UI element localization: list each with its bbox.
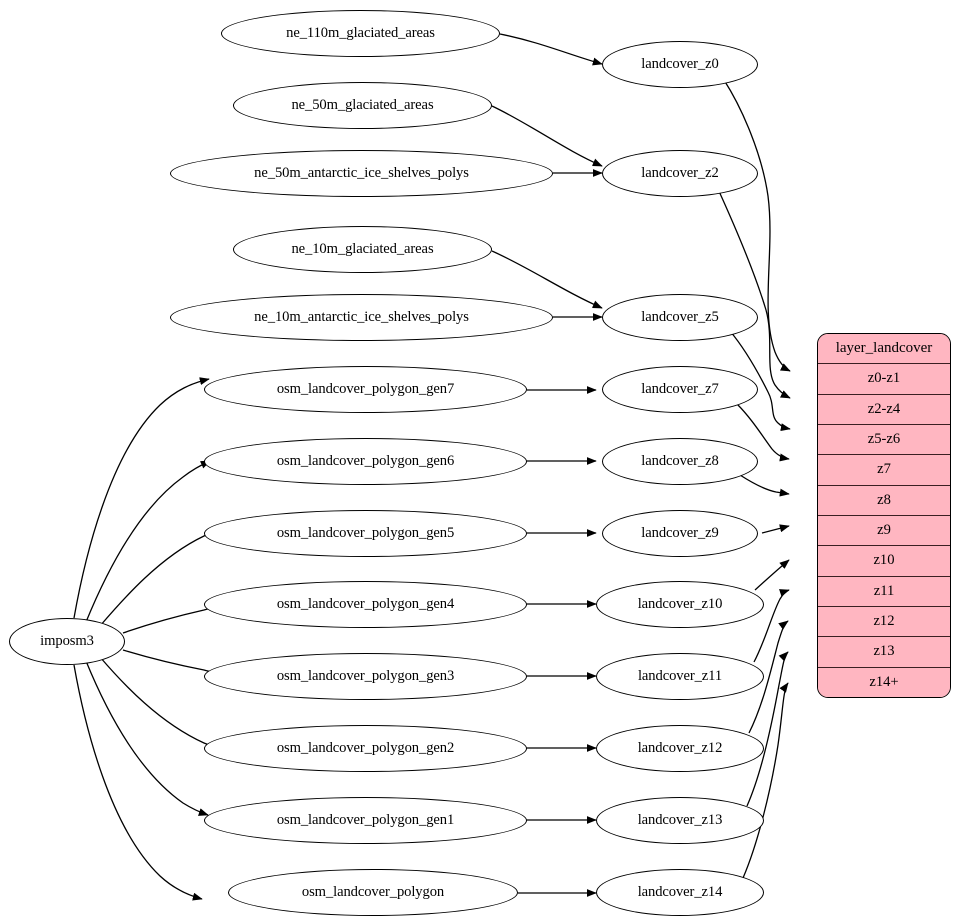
- node-landcover_z5[interactable]: landcover_z5: [602, 294, 758, 341]
- record-row-z12[interactable]: z12: [818, 606, 950, 638]
- node-label: landcover_z9: [641, 525, 719, 542]
- edge-z5-row-z5z6: [729, 330, 791, 432]
- edge-z7-row-z7: [736, 403, 790, 462]
- record-row-z2-z4[interactable]: z2-z4: [818, 394, 950, 425]
- record-row-z11[interactable]: z11: [818, 576, 950, 607]
- edge-ne50glac-z2: [491, 105, 603, 167]
- node-label: landcover_z2: [641, 165, 719, 182]
- node-landcover_z12[interactable]: landcover_z12: [596, 725, 764, 772]
- record-row-z10[interactable]: z10: [818, 546, 950, 577]
- edge-z9-row-z9: [761, 524, 790, 534]
- node-label: landcover_z13: [637, 812, 723, 829]
- node-landcover_z8[interactable]: landcover_z8: [602, 438, 758, 485]
- record-row-z8[interactable]: z8: [818, 485, 950, 516]
- node-label: osm_landcover_polygon_gen2: [276, 740, 455, 757]
- node-label: landcover_z10: [637, 596, 723, 613]
- node-osm_landcover_polygon_gen5[interactable]: osm_landcover_polygon_gen5: [204, 510, 527, 557]
- edge-z10-row-z10: [754, 559, 790, 591]
- node-landcover_z7[interactable]: landcover_z7: [602, 366, 758, 413]
- node-label: ne_50m_glaciated_areas: [291, 97, 434, 114]
- node-label: ne_110m_glaciated_areas: [286, 25, 435, 42]
- record-header: layer_landcover: [818, 334, 950, 365]
- node-osm_landcover_polygon_gen2[interactable]: osm_landcover_polygon_gen2: [204, 725, 527, 772]
- node-label: ne_50m_antarctic_ice_shelves_polys: [254, 165, 469, 182]
- node-osm_landcover_polygon_gen4[interactable]: osm_landcover_polygon_gen4: [204, 581, 527, 628]
- edge-imposm3-gen7: [73, 377, 210, 619]
- edge-z11-row-z11: [753, 589, 790, 663]
- node-label: osm_landcover_polygon_gen4: [276, 596, 455, 613]
- edge-group: [73, 33, 791, 901]
- node-label: landcover_z11: [637, 668, 723, 685]
- node-ne_50m_antarctic_ice_shelves_polys[interactable]: ne_50m_antarctic_ice_shelves_polys: [170, 150, 553, 197]
- edge-imposm3-gen1: [85, 660, 209, 816]
- edge-z14-row-z14plus: [742, 682, 789, 879]
- edge-z13-row-z13: [746, 651, 789, 807]
- node-label: landcover_z0: [641, 56, 719, 73]
- node-label: landcover_z14: [637, 884, 723, 901]
- record-row-z0-z1[interactable]: z0-z1: [818, 364, 950, 395]
- node-imposm3[interactable]: imposm3: [9, 618, 125, 665]
- node-landcover_z9[interactable]: landcover_z9: [602, 510, 758, 557]
- node-osm_landcover_polygon_gen7[interactable]: osm_landcover_polygon_gen7: [204, 366, 527, 413]
- node-ne_50m_glaciated_areas[interactable]: ne_50m_glaciated_areas: [233, 82, 492, 129]
- node-label: osm_landcover_polygon_gen1: [276, 812, 455, 829]
- node-landcover_z10[interactable]: landcover_z10: [596, 581, 764, 628]
- record-row-z5-z6[interactable]: z5-z6: [818, 424, 950, 456]
- record-row-z9[interactable]: z9: [818, 515, 950, 547]
- node-label: landcover_z5: [641, 309, 719, 326]
- edge-ne10glac-z5: [491, 250, 603, 309]
- node-ne_10m_antarctic_ice_shelves_polys[interactable]: ne_10m_antarctic_ice_shelves_polys: [170, 294, 553, 341]
- node-label: osm_landcover_polygon_gen6: [276, 453, 455, 470]
- node-label: osm_landcover_polygon_gen3: [276, 668, 455, 685]
- node-label: landcover_z8: [641, 453, 719, 470]
- node-osm_landcover_polygon[interactable]: osm_landcover_polygon: [228, 869, 518, 916]
- node-label: osm_landcover_polygon: [301, 884, 445, 901]
- node-label: landcover_z12: [637, 740, 723, 757]
- node-landcover_z14[interactable]: landcover_z14: [596, 869, 764, 916]
- edge-imposm3-poly: [73, 664, 203, 901]
- edge-imposm3-gen5: [99, 525, 228, 627]
- node-layer_landcover[interactable]: layer_landcover z0-z1 z2-z4 z5-z6 z7 z8 …: [817, 333, 951, 698]
- edge-z12-row-z12: [748, 620, 789, 734]
- node-osm_landcover_polygon_gen1[interactable]: osm_landcover_polygon_gen1: [204, 797, 527, 844]
- record-row-z7[interactable]: z7: [818, 455, 950, 486]
- record-row-z13[interactable]: z13: [818, 637, 950, 668]
- node-label: ne_10m_antarctic_ice_shelves_polys: [254, 309, 469, 326]
- node-landcover_z0[interactable]: landcover_z0: [602, 41, 758, 88]
- edge-z2-row-z2z4: [717, 188, 791, 399]
- edge-z0-row-z0z1: [723, 79, 791, 372]
- node-landcover_z13[interactable]: landcover_z13: [596, 797, 764, 844]
- node-landcover_z2[interactable]: landcover_z2: [602, 150, 758, 197]
- edge-z8-row-z8: [739, 474, 790, 497]
- node-label: osm_landcover_polygon_gen5: [276, 525, 455, 542]
- node-ne_10m_glaciated_areas[interactable]: ne_10m_glaciated_areas: [233, 226, 492, 273]
- node-label: landcover_z7: [641, 381, 719, 398]
- edge-imposm3-gen6: [85, 460, 211, 623]
- node-osm_landcover_polygon_gen3[interactable]: osm_landcover_polygon_gen3: [204, 653, 527, 700]
- node-osm_landcover_polygon_gen6[interactable]: osm_landcover_polygon_gen6: [204, 438, 527, 485]
- node-label: imposm3: [40, 633, 94, 650]
- edge-ne110-z0: [499, 33, 603, 66]
- node-label: ne_10m_glaciated_areas: [291, 241, 434, 258]
- record-row-z14-plus[interactable]: z14+: [818, 667, 950, 697]
- node-ne_110m_glaciated_areas[interactable]: ne_110m_glaciated_areas: [221, 10, 500, 57]
- node-landcover_z11[interactable]: landcover_z11: [596, 653, 764, 700]
- node-label: osm_landcover_polygon_gen7: [276, 381, 455, 398]
